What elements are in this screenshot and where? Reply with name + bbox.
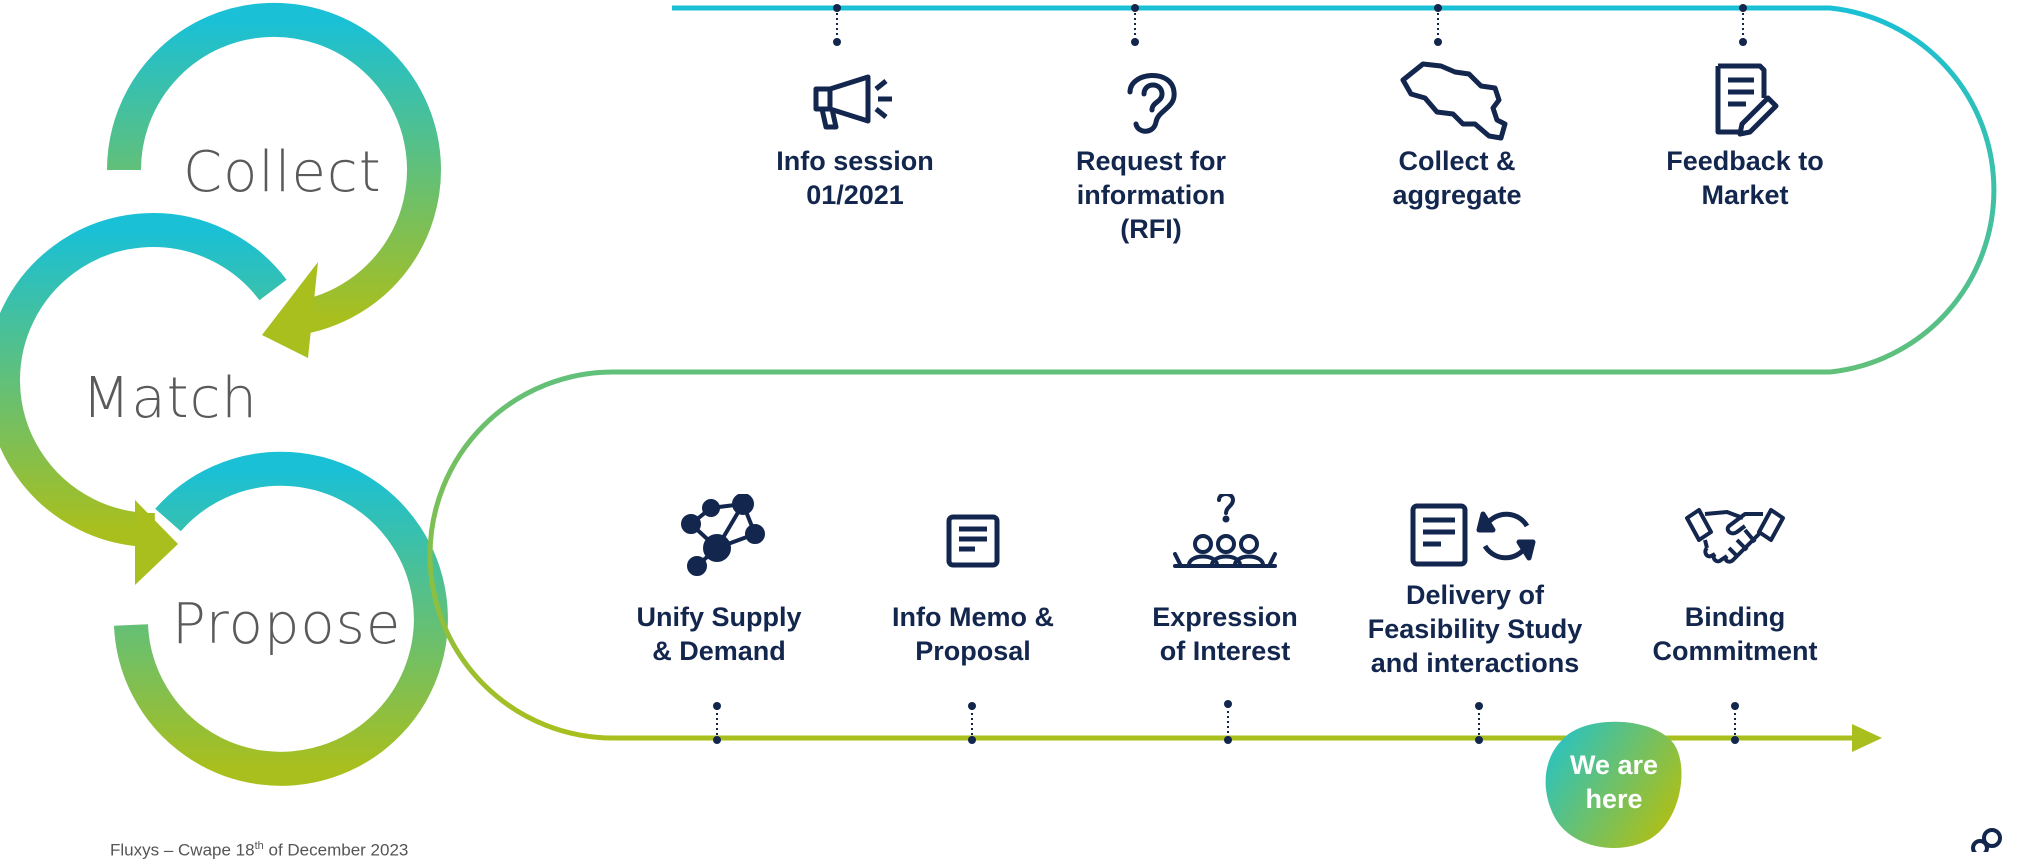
step-label-line: Info Memo &: [892, 602, 1054, 632]
top-connectors: [833, 4, 1747, 46]
step-label-line: Request for: [1075, 146, 1227, 176]
logo-icon: [1971, 828, 2002, 852]
collect-arc: [107, 2, 441, 336]
propose-arc: [114, 451, 448, 786]
footer-text-end: of December 2023: [263, 840, 409, 860]
step-info-session: Info session 01/2021: [740, 60, 970, 212]
step-feedback: Feedback to Market: [1630, 60, 1860, 212]
step-rfi: Request for information (RFI): [1036, 60, 1266, 246]
we-are-here-badge: We are here: [1544, 720, 1684, 850]
step-label-line: Delivery of: [1405, 580, 1545, 610]
document-refresh-icon: [1360, 494, 1590, 578]
step-label-line: Proposal: [915, 636, 1031, 666]
step-label-line: & Demand: [652, 636, 786, 666]
step-unify: Unify Supply & Demand: [604, 494, 834, 668]
step-label-line: information: [1076, 180, 1226, 210]
step-label-line: Expression: [1152, 602, 1298, 632]
step-label-line: aggregate: [1392, 180, 1522, 210]
timeline-path: [427, 5, 1997, 741]
bottom-connectors: [713, 700, 1739, 744]
match-arrowhead: [135, 500, 178, 585]
step-label-line: 01/2021: [806, 180, 904, 210]
step-label-line: Binding: [1684, 602, 1786, 632]
cycle-label-collect: Collect: [183, 140, 382, 205]
step-label-line: Info session: [776, 146, 934, 176]
ear-icon: [1036, 60, 1266, 140]
step-label-line: Collect &: [1398, 146, 1516, 176]
step-label-line: (RFI): [1120, 214, 1182, 244]
cycle-graphic: [0, 2, 448, 786]
step-delivery: Delivery of Feasibility Study and intera…: [1360, 494, 1590, 680]
step-label-line: of Interest: [1159, 636, 1291, 666]
footer-text: Fluxys – Cwape 18: [110, 840, 255, 860]
step-label-line: Commitment: [1652, 636, 1818, 666]
belgium-map-icon: [1342, 60, 1572, 141]
audience-question-icon: [1110, 494, 1340, 578]
cycle-label-match: Match: [82, 366, 258, 431]
step-label-line: Feedback to: [1666, 146, 1824, 176]
timeline: [427, 4, 1997, 752]
footer-superscript: th: [254, 840, 264, 852]
handshake-icon: [1620, 494, 1850, 578]
document-pen-icon: [1630, 60, 1860, 140]
footer-caption: Fluxys – Cwape 18th of December 2023: [110, 840, 408, 861]
timeline-arrowhead: [1852, 724, 1882, 752]
step-binding: Binding Commitment: [1620, 494, 1850, 668]
badge-line: here: [1585, 784, 1643, 814]
step-label-line: Feasibility Study: [1367, 614, 1583, 644]
step-label-line: Market: [1701, 180, 1789, 210]
match-arc: [0, 213, 287, 548]
megaphone-icon: [740, 60, 970, 140]
step-label-line: and interactions: [1370, 648, 1580, 678]
cycle-label-propose: Propose: [172, 592, 402, 657]
collect-arrowhead: [262, 262, 318, 358]
step-collect-aggregate: Collect & aggregate: [1342, 60, 1572, 212]
network-icon: [604, 494, 834, 578]
step-info-memo: Info Memo & Proposal: [858, 494, 1088, 668]
document-icon: [858, 494, 1088, 578]
step-expression: Expression of Interest: [1110, 494, 1340, 668]
step-label-line: Unify Supply: [636, 602, 802, 632]
badge-line: We are: [1569, 750, 1659, 780]
